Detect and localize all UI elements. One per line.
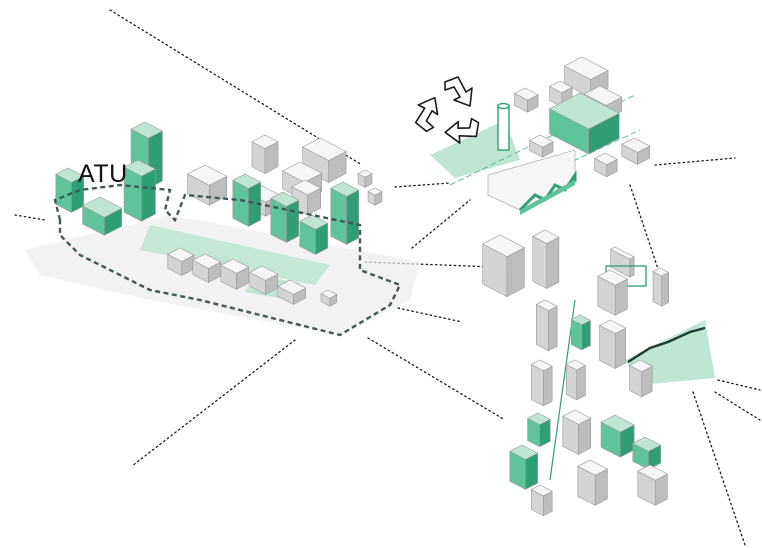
building-face xyxy=(615,328,625,368)
chimney-body xyxy=(498,106,509,150)
building xyxy=(638,465,668,505)
building xyxy=(595,153,618,177)
building-face xyxy=(547,237,559,288)
recycle-arrow xyxy=(409,96,448,134)
building xyxy=(252,135,278,174)
building-highlight xyxy=(331,182,359,244)
building xyxy=(563,410,591,454)
building-highlight xyxy=(571,315,590,350)
building-highlight xyxy=(233,174,261,226)
building xyxy=(533,230,559,289)
chimney-top xyxy=(498,104,509,109)
building-highlight xyxy=(271,192,299,242)
building xyxy=(358,170,372,187)
building-face xyxy=(582,320,591,350)
building-face xyxy=(536,305,548,351)
leader-line xyxy=(398,308,462,322)
building xyxy=(368,188,382,205)
building-face xyxy=(653,272,662,307)
leader-line xyxy=(15,215,45,220)
building-highlight xyxy=(300,215,328,254)
building-face xyxy=(548,306,557,351)
building-face xyxy=(331,188,347,244)
building xyxy=(188,165,227,205)
urban-blocks xyxy=(483,230,715,516)
building-highlight xyxy=(510,445,538,489)
building-highlight xyxy=(633,437,661,469)
leader-line xyxy=(715,392,760,420)
building xyxy=(483,235,525,297)
leader-line xyxy=(395,183,450,187)
chimney-icon xyxy=(498,104,509,151)
leader-line xyxy=(718,380,760,390)
building-face xyxy=(346,190,358,244)
leader-line xyxy=(412,200,470,248)
building xyxy=(578,460,608,505)
building xyxy=(630,360,653,397)
left-district xyxy=(25,122,420,335)
building xyxy=(622,138,650,164)
building-highlight xyxy=(83,197,122,235)
building-face xyxy=(533,236,547,288)
atu-zone-label: ATU xyxy=(78,160,128,189)
leader-line xyxy=(368,338,505,420)
building xyxy=(531,485,552,516)
leader-line xyxy=(132,340,295,466)
leader-line xyxy=(630,185,660,275)
building xyxy=(566,360,585,400)
building xyxy=(536,300,557,351)
building-face xyxy=(630,257,634,277)
building-face xyxy=(543,366,552,406)
building-face xyxy=(662,273,669,307)
leader-line xyxy=(693,392,745,545)
building xyxy=(530,135,553,157)
building xyxy=(531,360,552,406)
leader-line xyxy=(655,158,735,165)
industrial-cluster xyxy=(409,57,650,215)
building-highlight xyxy=(124,160,155,221)
building xyxy=(598,270,628,315)
building xyxy=(515,88,538,112)
building-highlight xyxy=(601,415,634,457)
building-face xyxy=(286,200,298,242)
building-face xyxy=(577,365,586,400)
building-face xyxy=(141,169,155,221)
building-highlight xyxy=(528,413,551,447)
recycle-arrow xyxy=(445,77,472,106)
building xyxy=(600,320,626,369)
building-face xyxy=(531,365,543,406)
building xyxy=(653,268,669,306)
building-face xyxy=(566,365,576,400)
